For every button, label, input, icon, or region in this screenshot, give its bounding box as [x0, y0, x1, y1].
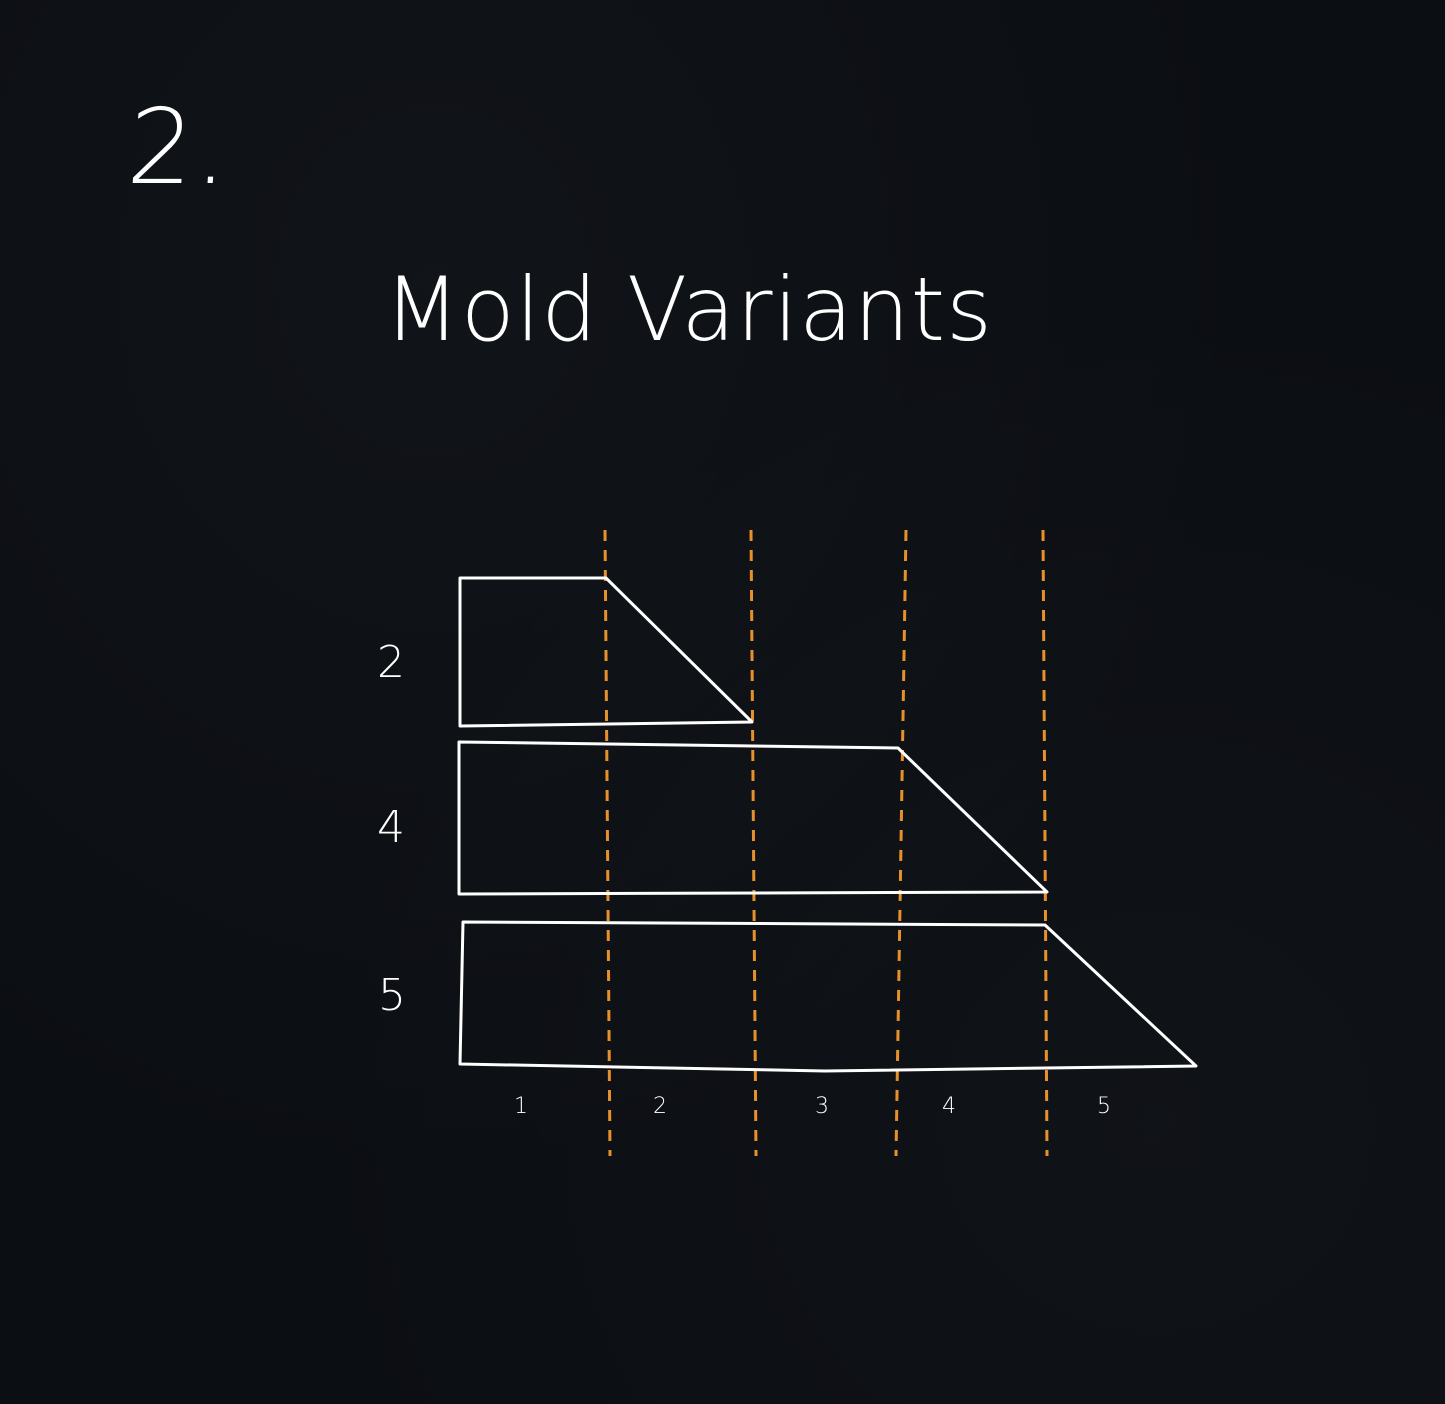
row-labels: 2 4 5: [377, 637, 406, 1021]
mold-outline-4: [457, 740, 1049, 896]
column-label: 5: [1097, 1094, 1111, 1119]
row-label: 5: [378, 970, 406, 1021]
column-label: 2: [653, 1094, 667, 1119]
column-label: 4: [942, 1094, 956, 1119]
diagram-title: Mold Variants: [384, 258, 994, 361]
mold-outline-5: [458, 920, 1198, 1073]
mold-outlines: [457, 576, 1198, 1073]
row-label: 2: [377, 637, 405, 688]
column-labels: 1 2 3 4 5: [514, 1094, 1111, 1119]
divider-2: [749, 529, 758, 1157]
divider-3: [894, 529, 908, 1157]
column-dividers: [603, 529, 1049, 1157]
mold-outline-2: [458, 576, 754, 728]
column-label: 3: [815, 1094, 829, 1119]
divider-4: [1041, 529, 1049, 1157]
row-label: 4: [377, 802, 405, 853]
column-label: 1: [514, 1094, 528, 1119]
divider-1: [603, 529, 612, 1157]
